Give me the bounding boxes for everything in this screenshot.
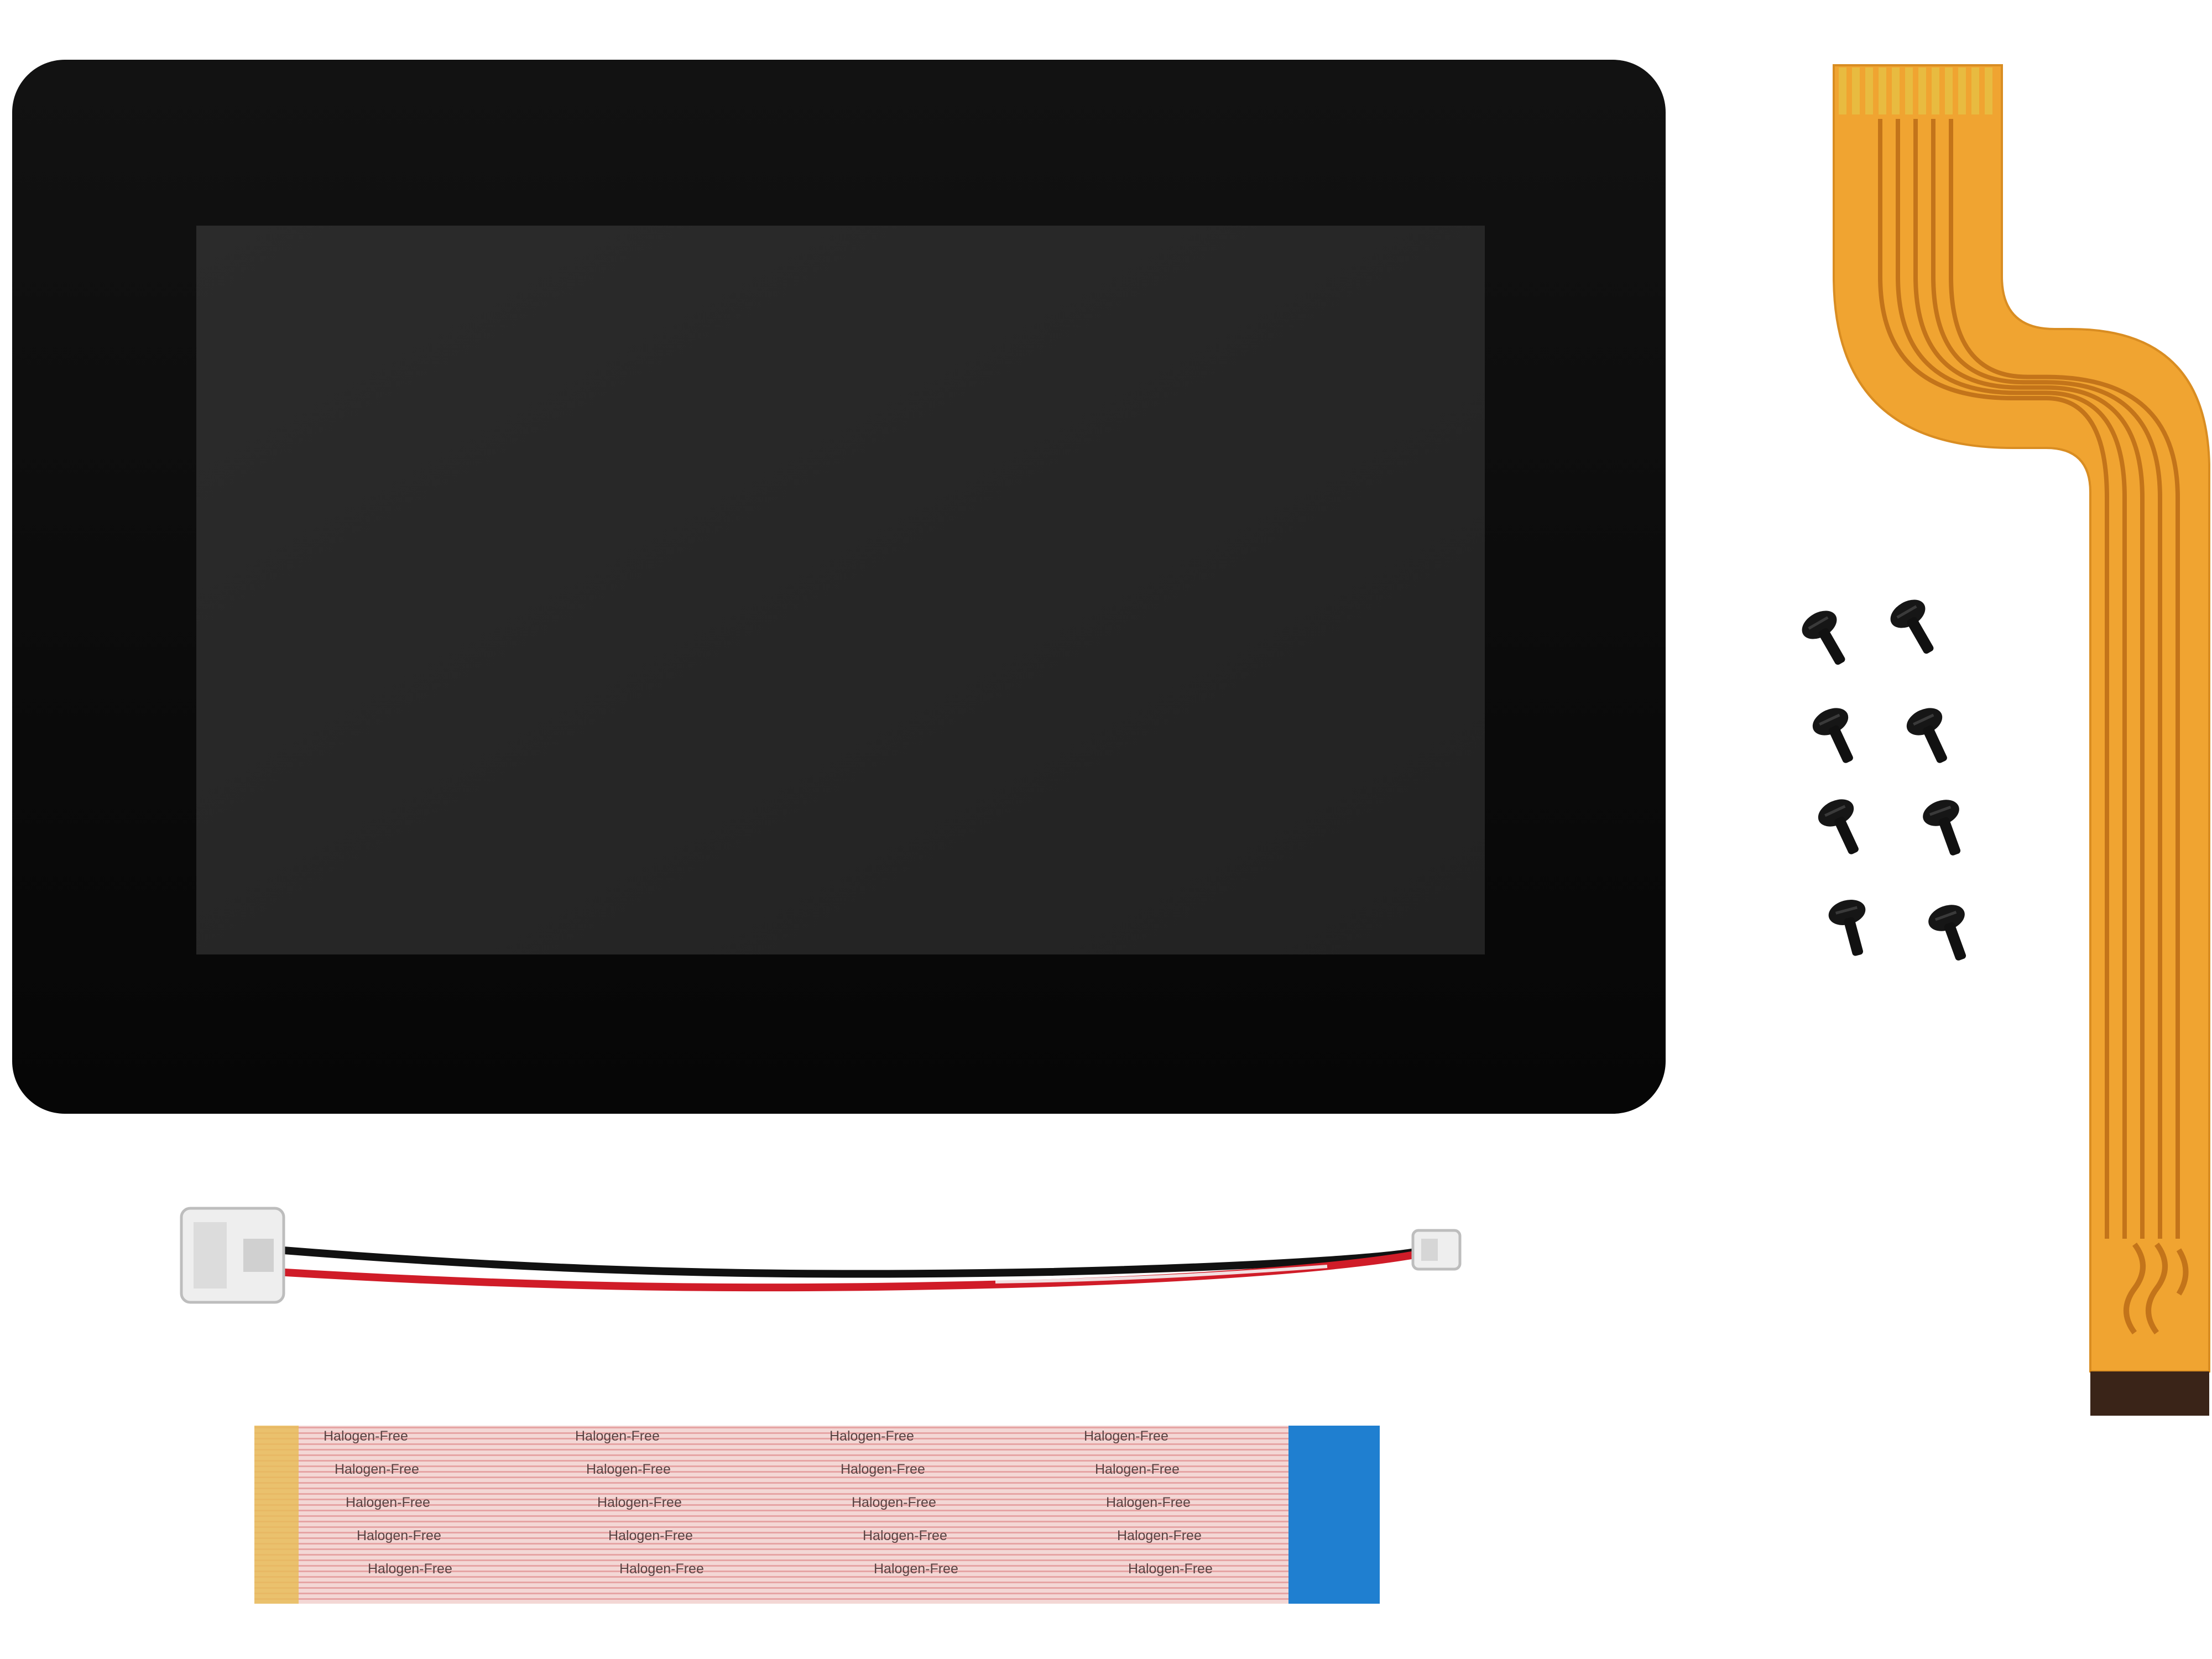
black-wire (276, 1244, 1431, 1278)
fpc-contact-finger (1865, 67, 1873, 114)
ribbon-label: Halogen-Free (841, 1462, 925, 1477)
fpc-contact-finger (1945, 67, 1953, 114)
ribbon-label: Halogen-Free (852, 1495, 936, 1510)
fpc-flex-cable (1833, 64, 2210, 1416)
fpc-contact-finger (1892, 67, 1900, 114)
fpc-contact-finger (1971, 67, 1979, 114)
ribbon-label: Halogen-Free (357, 1528, 441, 1543)
ribbon-label: Halogen-Free (597, 1495, 682, 1510)
fpc-end-traces (2124, 1243, 2189, 1334)
ribbon-label: Halogen-Free (1095, 1462, 1180, 1477)
ribbon-label: Halogen-Free (335, 1462, 419, 1477)
fpc-trace (1949, 119, 2180, 1239)
large-jst-connector (180, 1207, 285, 1304)
fpc-gold-contacts (1839, 67, 1992, 114)
fpc-trace (1931, 119, 2162, 1239)
ribbon-label: Halogen-Free (863, 1528, 947, 1543)
wire-highlight (995, 1265, 1328, 1284)
ribbon-label: Halogen-Free (1106, 1495, 1191, 1510)
ribbon-label: Halogen-Free (586, 1462, 671, 1477)
fpc-trace (1913, 119, 2145, 1239)
ribbon-label: Halogen-Free (575, 1428, 660, 1444)
screw (1923, 800, 1961, 855)
ribbon-label: Halogen-Free (1084, 1428, 1168, 1444)
ribbon-body (254, 1426, 1380, 1604)
ribbon-label: Halogen-Free (1128, 1561, 1213, 1577)
fpc-body (1833, 64, 2210, 1373)
ribbon-label: Halogen-Free (368, 1561, 452, 1577)
fpc-contact-finger (1985, 67, 1992, 114)
ribbon-label: Halogen-Free (874, 1561, 958, 1577)
ribbon-blue-tab (1288, 1426, 1380, 1604)
ribbon-label: Halogen-Free (830, 1428, 914, 1444)
ribbon-label: Halogen-Free (1117, 1528, 1202, 1543)
touch-display-panel (12, 60, 1666, 1114)
screw (1812, 708, 1853, 763)
ribbon-label: Halogen-Free (608, 1528, 693, 1543)
screw (1928, 905, 1966, 961)
small-jst-connector (1411, 1229, 1462, 1271)
fpc-contact-finger (1932, 67, 1939, 114)
fpc-trace (1878, 119, 2109, 1239)
ribbon-left-contacts (254, 1426, 299, 1604)
fpc-copper-traces (1878, 119, 2180, 1239)
fpc-contact-finger (1839, 67, 1846, 114)
screw (1906, 708, 1947, 763)
fpc-contact-finger (1918, 67, 1926, 114)
screw (1828, 899, 1866, 956)
mounting-screws (1802, 599, 1966, 961)
fpc-stiffener (2090, 1371, 2209, 1416)
fpc-contact-finger (1958, 67, 1966, 114)
fpc-contact-finger (1879, 67, 1886, 114)
power-jumper-cable (180, 1207, 1462, 1304)
screw (1890, 599, 1934, 654)
display-screen (196, 226, 1485, 954)
screw (1818, 799, 1859, 854)
ribbon-label: Halogen-Free (346, 1495, 430, 1510)
fpc-trace (1896, 119, 2127, 1239)
fpc-contact-finger (1852, 67, 1860, 114)
ribbon-label: Halogen-Free (619, 1561, 704, 1577)
screw (1802, 611, 1845, 665)
ribbon-label: Halogen-Free (324, 1428, 408, 1444)
fpc-contact-finger (1905, 67, 1913, 114)
